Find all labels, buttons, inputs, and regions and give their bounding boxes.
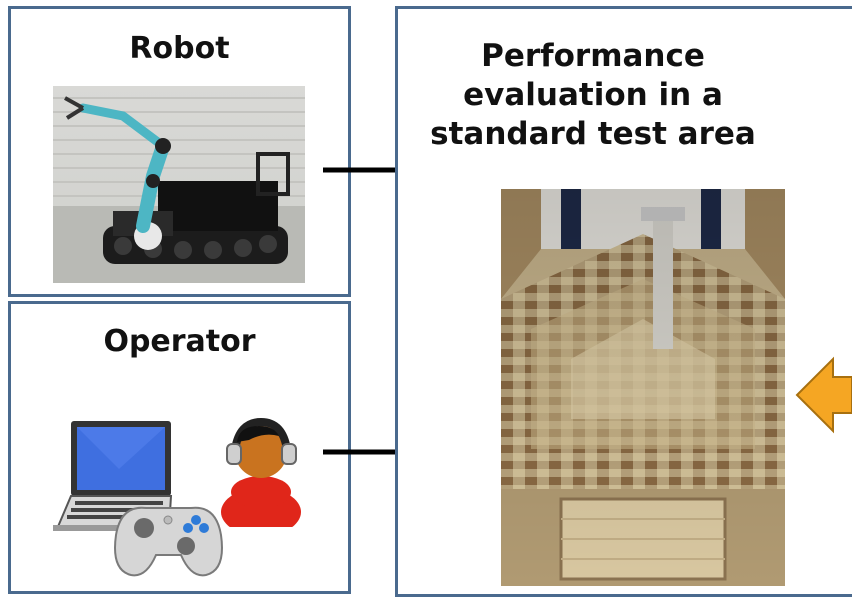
person-headset-icon: [221, 417, 301, 527]
evaluation-title-line: Performance: [481, 38, 705, 74]
evaluation-panel: Performance evaluation in a standard tes…: [395, 6, 852, 597]
operator-panel: Operator: [8, 301, 351, 594]
robot-title: Robot: [129, 31, 230, 66]
operator-title: Operator: [103, 324, 256, 359]
robot-panel: Robot: [8, 6, 351, 297]
evaluation-title: Performance evaluation in a standard tes…: [398, 37, 788, 153]
test-arena-photo: [501, 189, 785, 586]
gamepad-icon: [114, 506, 223, 577]
evaluation-title-line: evaluation in a: [463, 76, 723, 113]
evaluation-title-line: standard test area: [430, 115, 756, 152]
robot-photo: [53, 86, 305, 283]
orange-arrow-icon: [795, 356, 852, 434]
